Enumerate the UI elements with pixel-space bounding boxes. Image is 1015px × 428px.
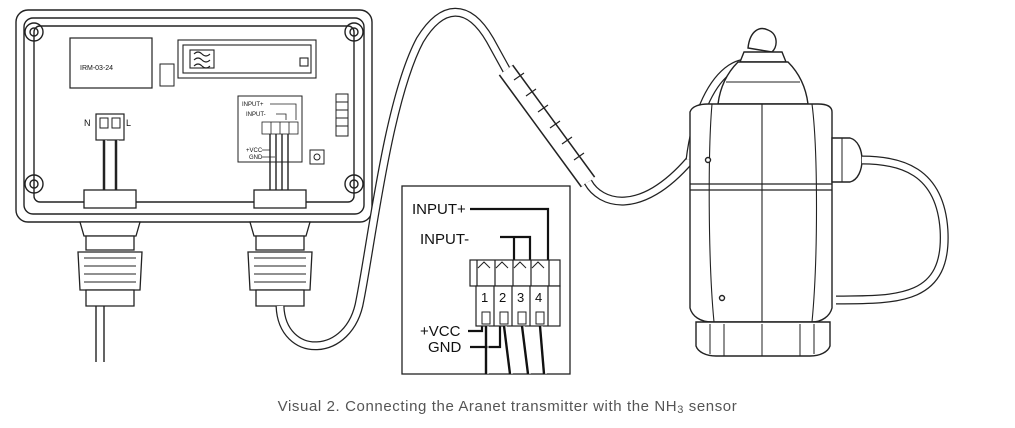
transmitter-enclosure xyxy=(15,9,373,223)
inset-gnd-label: GND xyxy=(428,339,462,356)
mains-label-n: N xyxy=(84,118,91,128)
nh3-sensor xyxy=(689,27,863,357)
small-input-minus-label: INPUT- xyxy=(246,112,266,118)
small-vcc-label: +VCC xyxy=(246,148,263,154)
small-gnd-label: GND xyxy=(249,155,263,161)
input-connector-small: INPUT+ INPUT- +VCC GND xyxy=(237,95,325,190)
side-connector xyxy=(335,93,349,137)
mains-terminal: N L xyxy=(84,113,131,200)
cable-gland-left xyxy=(77,189,143,362)
inset-vcc-label: +VCC xyxy=(420,323,461,340)
terminal-number-2: 2 xyxy=(499,290,506,305)
terminal-number-3: 3 xyxy=(517,290,524,305)
caption-subscript: 3 xyxy=(677,404,684,416)
mains-label-l: L xyxy=(126,118,131,128)
small-input-plus-label: INPUT+ xyxy=(242,102,264,108)
sensor-side-cable xyxy=(835,155,949,305)
wiring-inset: INPUT+ INPUT- +VCC GND 1 2 3 4 xyxy=(401,185,571,375)
inset-input-plus-label: INPUT+ xyxy=(412,201,466,218)
power-module: IRM-03-24 xyxy=(69,37,175,89)
cable-gland-right xyxy=(247,189,313,307)
figure-caption: Visual 2. Connecting the Aranet transmit… xyxy=(0,398,1015,416)
battery-holder xyxy=(177,39,317,79)
terminal-number-1: 1 xyxy=(481,290,488,305)
caption-suffix: sensor xyxy=(683,398,738,415)
inset-input-minus-label: INPUT- xyxy=(420,231,469,248)
terminal-number-4: 4 xyxy=(535,290,542,305)
caption-text: Visual 2. Connecting the Aranet transmit… xyxy=(277,398,678,415)
power-module-label: IRM-03-24 xyxy=(80,65,113,72)
